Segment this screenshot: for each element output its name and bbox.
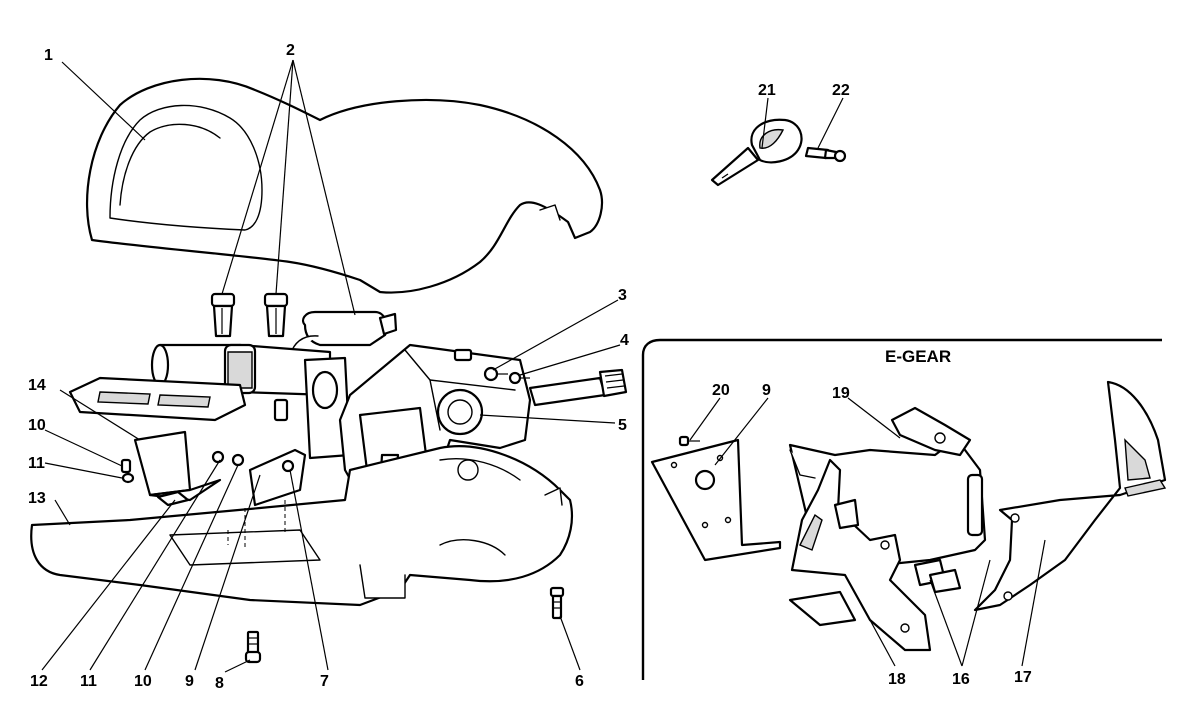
callout-8: 8: [215, 675, 224, 692]
clip-right: [263, 292, 289, 338]
callout-21: 21: [758, 82, 776, 99]
clip-left: [210, 292, 236, 338]
callout-20: 20: [712, 382, 730, 399]
callout-11: 11: [80, 673, 97, 690]
paddle-left-18: [788, 458, 932, 652]
callouts: 1 2 3 4 5 6 7 8 9 10 11 12 14 10 11 13 2…: [28, 42, 1032, 692]
callout-12: 12: [30, 673, 48, 690]
clip-on-column: [289, 310, 398, 356]
callout-7: 7: [320, 673, 329, 690]
upper-shroud: [86, 77, 604, 294]
inset-frame: [641, 338, 1162, 680]
plate-9-inset: [650, 438, 782, 562]
bolt-3: [483, 366, 508, 382]
plate-7: [248, 448, 307, 507]
key-21: [710, 118, 803, 187]
callout-22: 22: [832, 82, 850, 99]
callout-19: 19: [832, 385, 850, 402]
callout-14: 14: [28, 377, 46, 394]
lower-shroud: [30, 445, 574, 607]
small-hardware: [120, 450, 286, 550]
callout-9: 9: [185, 673, 194, 690]
callout-4: 4: [620, 332, 629, 349]
callout-10: 10: [28, 417, 46, 434]
bracket-14: [68, 376, 247, 502]
callout-10: 10: [134, 673, 152, 690]
screw-8: [244, 630, 262, 664]
contacts-16: [913, 558, 962, 594]
callout-17: 17: [1014, 669, 1032, 686]
screw-4: [508, 371, 530, 385]
screw-6: [549, 586, 565, 620]
screw-20: [678, 435, 700, 447]
callout-6: 6: [575, 673, 584, 690]
column-assembly: [150, 343, 352, 460]
callout-1: 1: [44, 47, 53, 64]
callout-3: 3: [618, 287, 627, 304]
callout-16: 16: [952, 671, 970, 688]
leader-lines: [41, 59, 1046, 673]
callout-13: 13: [28, 490, 46, 507]
callout-5: 5: [618, 417, 627, 434]
paddle-right-17: [973, 380, 1167, 612]
inset-title: E-GEAR: [885, 347, 951, 366]
key-chain-22: [804, 146, 847, 163]
callout-11: 11: [28, 455, 45, 472]
callout-18: 18: [888, 671, 906, 688]
callout-9: 9: [762, 382, 771, 399]
callout-2: 2: [286, 42, 295, 59]
